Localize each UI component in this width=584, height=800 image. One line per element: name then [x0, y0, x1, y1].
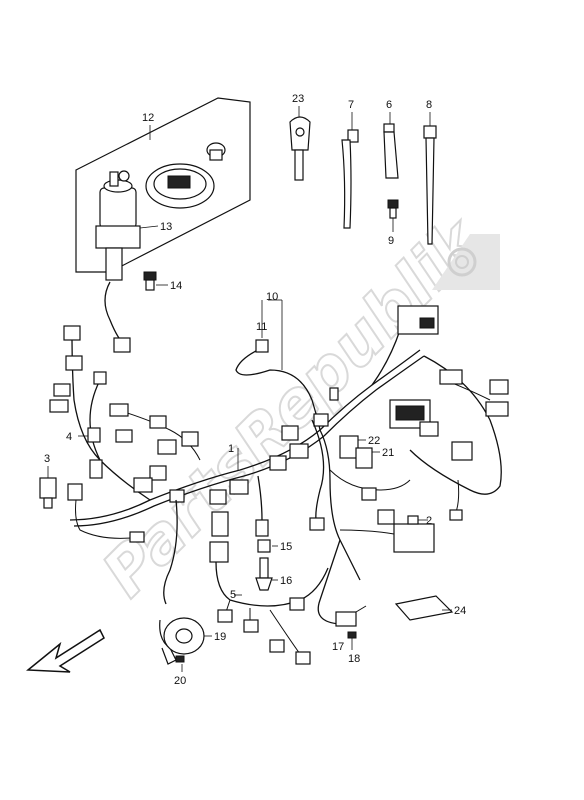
callout-16: 16 [280, 575, 292, 587]
key [289, 106, 311, 181]
gear-icon [432, 234, 500, 290]
right-connector-2 [489, 379, 509, 395]
clamp-7 [341, 112, 359, 229]
cable-tie-8 [423, 112, 437, 245]
ignition-lock-set-group [75, 97, 251, 353]
callout-3: 3 [44, 453, 50, 465]
watermark: PartsRepublik [88, 202, 500, 612]
horn [159, 617, 212, 672]
callout-13: 13 [160, 221, 172, 233]
left-connector-top [63, 325, 81, 341]
callout-24: 24 [454, 605, 466, 617]
callout-10: 10 [266, 291, 278, 303]
callout-4: 4 [66, 431, 72, 443]
sub-harness-5 [209, 541, 329, 665]
screw-9 [387, 199, 399, 232]
ignition-connector [113, 337, 131, 353]
callout-15: 15 [280, 541, 292, 553]
callout-12: 12 [142, 112, 154, 124]
regulator-2 [393, 523, 435, 553]
callout-18: 18 [348, 653, 360, 665]
callout-9: 9 [388, 235, 394, 247]
callout-7: 7 [348, 99, 354, 111]
relay-22 [339, 435, 359, 459]
connector-11 [255, 339, 269, 353]
callout-11: 11 [256, 321, 267, 333]
callout-8: 8 [426, 99, 432, 111]
callout-5: 5 [230, 589, 236, 601]
sensor-17 [335, 611, 357, 627]
main-harness [39, 299, 509, 650]
clamp-6 [383, 112, 399, 179]
seat-lock-cylinder [206, 142, 226, 161]
callout-labels: 1 2 3 4 5 6 7 8 9 10 11 12 13 14 15 16 1… [44, 93, 466, 687]
watermark-text: PartsRepublik [89, 203, 497, 611]
right-connector-3 [485, 401, 509, 417]
sensor-15-16 [255, 539, 278, 591]
ignition-lead-wire [104, 281, 127, 347]
relay-21 [355, 447, 373, 469]
callout-21: 21 [382, 447, 394, 459]
fuel-cap [145, 163, 215, 209]
callout-14: 14 [170, 280, 182, 292]
ignition-switch [95, 170, 159, 281]
connector-4 [87, 427, 101, 443]
callout-20: 20 [174, 675, 186, 687]
callout-22: 22 [368, 435, 380, 447]
label-24 [394, 595, 454, 621]
callout-19: 19 [214, 631, 226, 643]
front-arrow-icon [26, 628, 105, 673]
callout-23: 23 [292, 93, 304, 105]
coupler-center [211, 511, 229, 537]
callout-6: 6 [386, 99, 392, 111]
callout-2: 2 [426, 515, 432, 527]
part-3-connector [39, 477, 57, 509]
callout-17: 17 [332, 641, 344, 653]
bolt-14 [143, 271, 157, 291]
callout-1: 1 [228, 443, 234, 455]
right-connector-1 [439, 369, 463, 385]
